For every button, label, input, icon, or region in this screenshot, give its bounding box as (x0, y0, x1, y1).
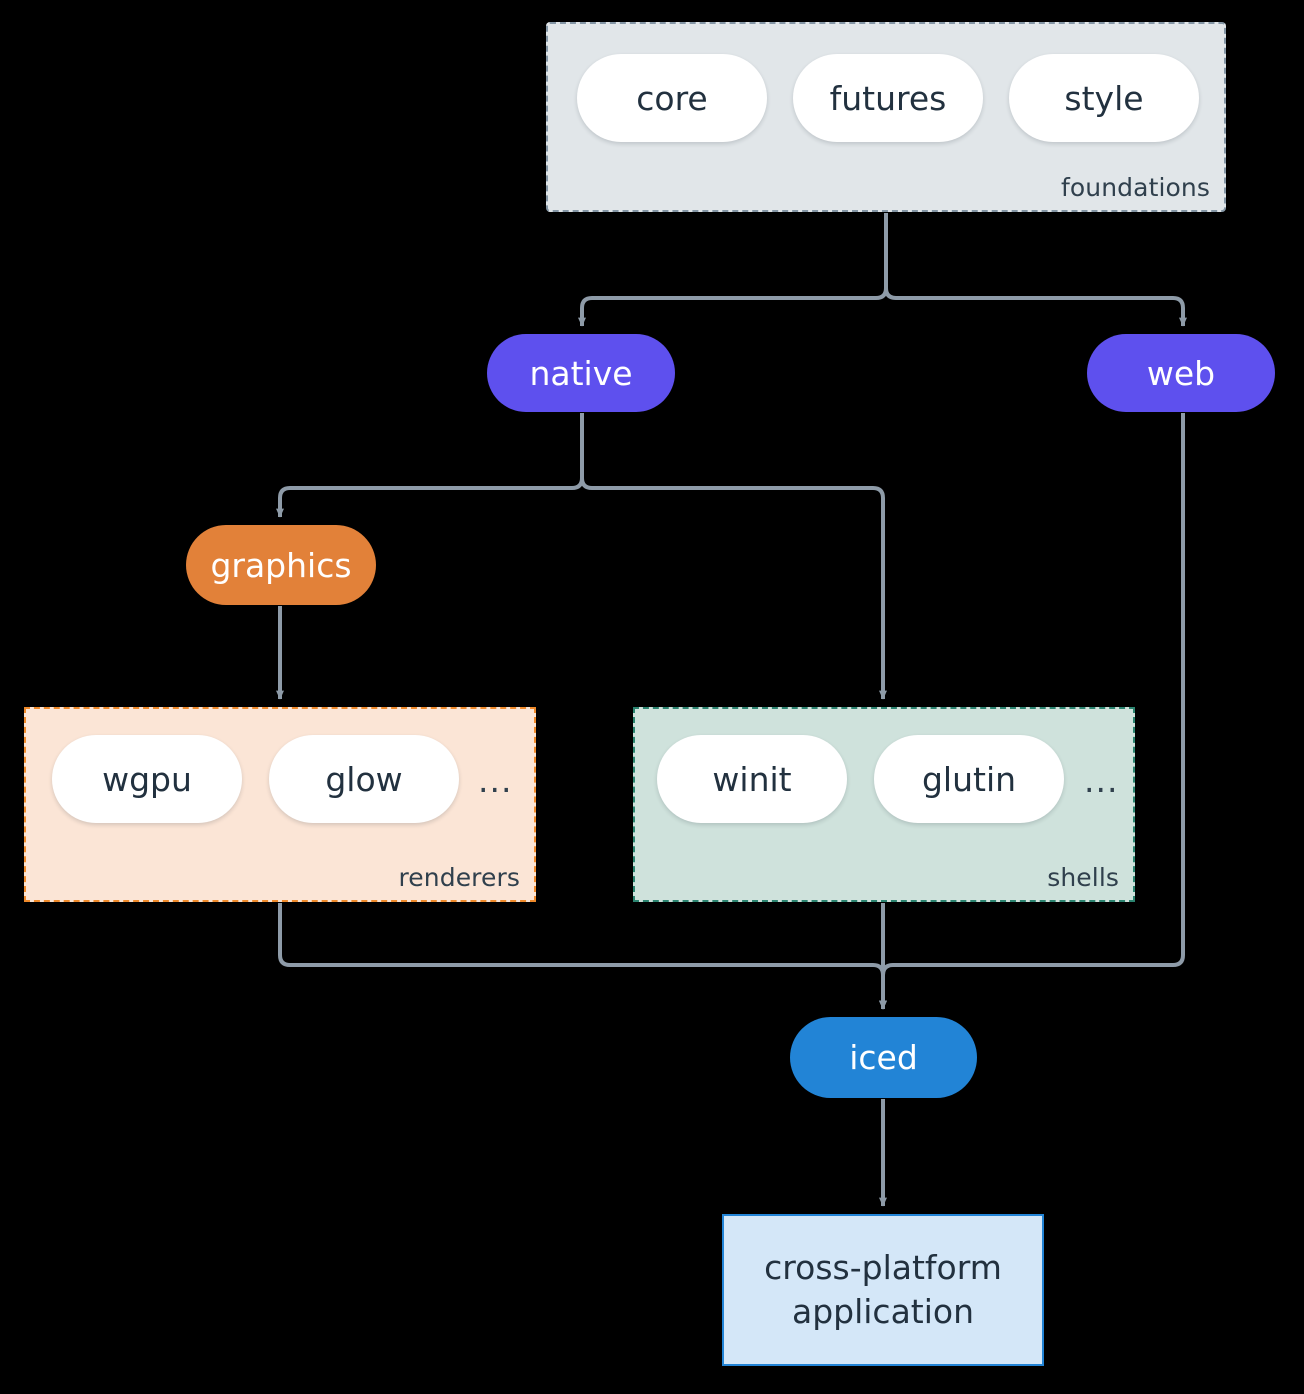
node-iced[interactable]: iced (790, 1017, 977, 1098)
node-style-label: style (1064, 78, 1144, 118)
node-graphics-label: graphics (210, 545, 352, 585)
renderers-ellipsis: ... (478, 761, 513, 800)
node-core[interactable]: core (577, 54, 767, 142)
cluster-renderers: wgpu glow ... renderers (24, 707, 536, 902)
node-cross-platform-application[interactable]: cross-platform application (722, 1214, 1044, 1366)
node-glow-label: glow (325, 759, 403, 799)
node-web[interactable]: web (1087, 334, 1275, 412)
node-futures[interactable]: futures (793, 54, 983, 142)
edge-foundations-web (884, 213, 1187, 327)
node-wgpu-label: wgpu (102, 759, 192, 799)
node-core-label: core (636, 78, 708, 118)
edge-native-graphics (276, 413, 584, 518)
cluster-renderers-label: renderers (398, 863, 520, 892)
edge-foundations-native (578, 213, 888, 327)
cluster-shells-label: shells (1047, 863, 1119, 892)
node-native-label: native (529, 353, 633, 393)
node-glutin[interactable]: glutin (874, 735, 1064, 823)
application-label-line1: cross-platform (764, 1248, 1002, 1288)
node-native[interactable]: native (487, 334, 675, 412)
application-label-line2: application (791, 1292, 975, 1331)
node-glutin-label: glutin (921, 759, 1017, 799)
node-winit-label: winit (712, 759, 792, 799)
node-style[interactable]: style (1009, 54, 1199, 142)
node-web-label: web (1146, 353, 1216, 393)
edge-native-shells (580, 413, 887, 700)
node-winit[interactable]: winit (657, 735, 847, 823)
node-glow[interactable]: glow (269, 735, 459, 823)
node-graphics[interactable]: graphics (186, 525, 376, 605)
shells-ellipsis: ... (1084, 761, 1119, 800)
cluster-foundations-label: foundations (1061, 173, 1210, 202)
node-iced-label: iced (849, 1038, 918, 1077)
node-wgpu[interactable]: wgpu (52, 735, 242, 823)
node-futures-label: futures (829, 78, 947, 118)
cluster-shells: winit glutin ... shells (633, 707, 1135, 902)
edge-renderers-iced (278, 903, 887, 1010)
cluster-foundations: core futures style foundations (546, 22, 1226, 212)
